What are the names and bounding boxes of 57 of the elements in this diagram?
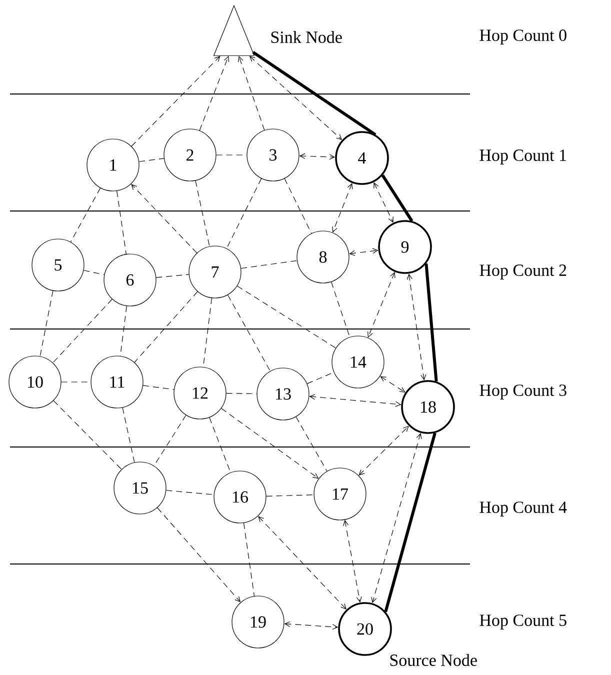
link-line	[240, 260, 298, 269]
link-line	[83, 270, 105, 275]
arrow	[157, 507, 241, 602]
arrow	[284, 621, 338, 630]
link-line	[243, 522, 255, 596]
link-line	[120, 306, 127, 356]
arrow	[238, 56, 265, 130]
link-line	[226, 393, 257, 394]
link-line	[228, 294, 270, 372]
link-line	[142, 385, 174, 390]
arrow	[380, 376, 406, 392]
arrow	[349, 248, 378, 256]
hop-label: Hop Count 3	[480, 384, 566, 400]
link-line	[331, 282, 350, 338]
arrow	[131, 184, 198, 254]
arrow	[258, 516, 346, 610]
arrow	[358, 426, 409, 476]
arrow	[367, 272, 396, 338]
link-line	[296, 416, 328, 472]
path-line	[384, 432, 436, 612]
node-caption: Sink Node	[271, 31, 342, 43]
link-line	[216, 154, 247, 156]
link-line	[53, 400, 122, 470]
arrow	[131, 56, 220, 147]
link-line	[236, 286, 336, 348]
link-line	[284, 178, 312, 234]
arrow	[299, 153, 336, 160]
link-line	[122, 407, 135, 463]
link-line	[266, 494, 314, 497]
link-line	[116, 190, 126, 254]
link-line	[52, 298, 112, 364]
link-line	[70, 188, 101, 242]
arrow	[374, 182, 394, 223]
path-line	[381, 174, 414, 222]
hop-label: Hop Count 1	[480, 150, 566, 164]
link-line	[138, 158, 164, 162]
link-line	[134, 291, 198, 363]
arrow	[343, 520, 362, 603]
link-line	[195, 180, 210, 247]
path-line	[252, 50, 376, 136]
hop-label: Hop Count 2	[480, 264, 566, 280]
path-line	[424, 263, 438, 382]
arrow	[249, 56, 342, 140]
arrow	[371, 432, 422, 604]
hop-label: Hop Count 4	[480, 502, 567, 516]
node-caption: Source Node	[390, 654, 477, 666]
arrow	[221, 408, 319, 479]
link-line	[166, 490, 214, 495]
arrow	[309, 394, 402, 407]
link-line	[40, 290, 54, 356]
arrow	[406, 274, 426, 380]
link-line	[226, 178, 262, 249]
hop-label: Hop Count 0	[480, 30, 566, 44]
link-line	[156, 274, 190, 278]
arrow	[199, 56, 230, 131]
arrow	[332, 183, 353, 233]
hop-label: Hop Count 5	[480, 614, 566, 630]
